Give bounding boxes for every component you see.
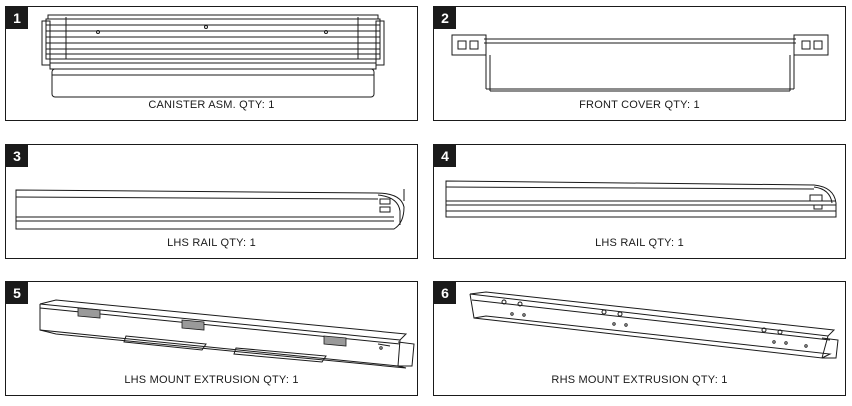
part-caption: LHS MOUNT EXTRUSION QTY: 1	[124, 374, 299, 386]
part-panel-lhs-rail-3: 3 LHS RAIL QTY: 1	[5, 144, 418, 259]
part-number-badge: 1	[6, 7, 28, 29]
canister-asm-illustration	[6, 7, 417, 120]
lhs-mount-extrusion-illustration	[6, 282, 417, 395]
part-panel-lhs-rail-4: 4 LHS RAIL QTY: 1	[433, 144, 846, 259]
part-caption: CANISTER ASM. QTY: 1	[148, 99, 275, 111]
lhs-rail-illustration-3	[6, 145, 417, 258]
part-caption: FRONT COVER QTY: 1	[579, 99, 700, 111]
part-number-badge: 6	[434, 282, 456, 304]
part-number-badge: 4	[434, 145, 456, 167]
part-caption: LHS RAIL QTY: 1	[595, 237, 684, 249]
part-caption: RHS MOUNT EXTRUSION QTY: 1	[551, 374, 728, 386]
part-number-badge: 5	[6, 282, 28, 304]
front-cover-illustration	[434, 7, 845, 120]
part-panel-rhs-mount-extrusion: 6 RHS MOUNT EXTRUSION QTY: 1	[433, 281, 846, 396]
part-number-badge: 2	[434, 7, 456, 29]
rhs-mount-extrusion-illustration	[434, 282, 845, 395]
lhs-rail-illustration-4	[434, 145, 845, 258]
part-panel-canister-asm: 1 CANISTER ASM. QTY: 1	[5, 6, 418, 121]
part-number-badge: 3	[6, 145, 28, 167]
part-panel-lhs-mount-extrusion: 5 LHS MOUNT EXTRUSION QTY: 1	[5, 281, 418, 396]
part-panel-front-cover: 2 FRONT COVER QTY: 1	[433, 6, 846, 121]
part-caption: LHS RAIL QTY: 1	[167, 237, 256, 249]
